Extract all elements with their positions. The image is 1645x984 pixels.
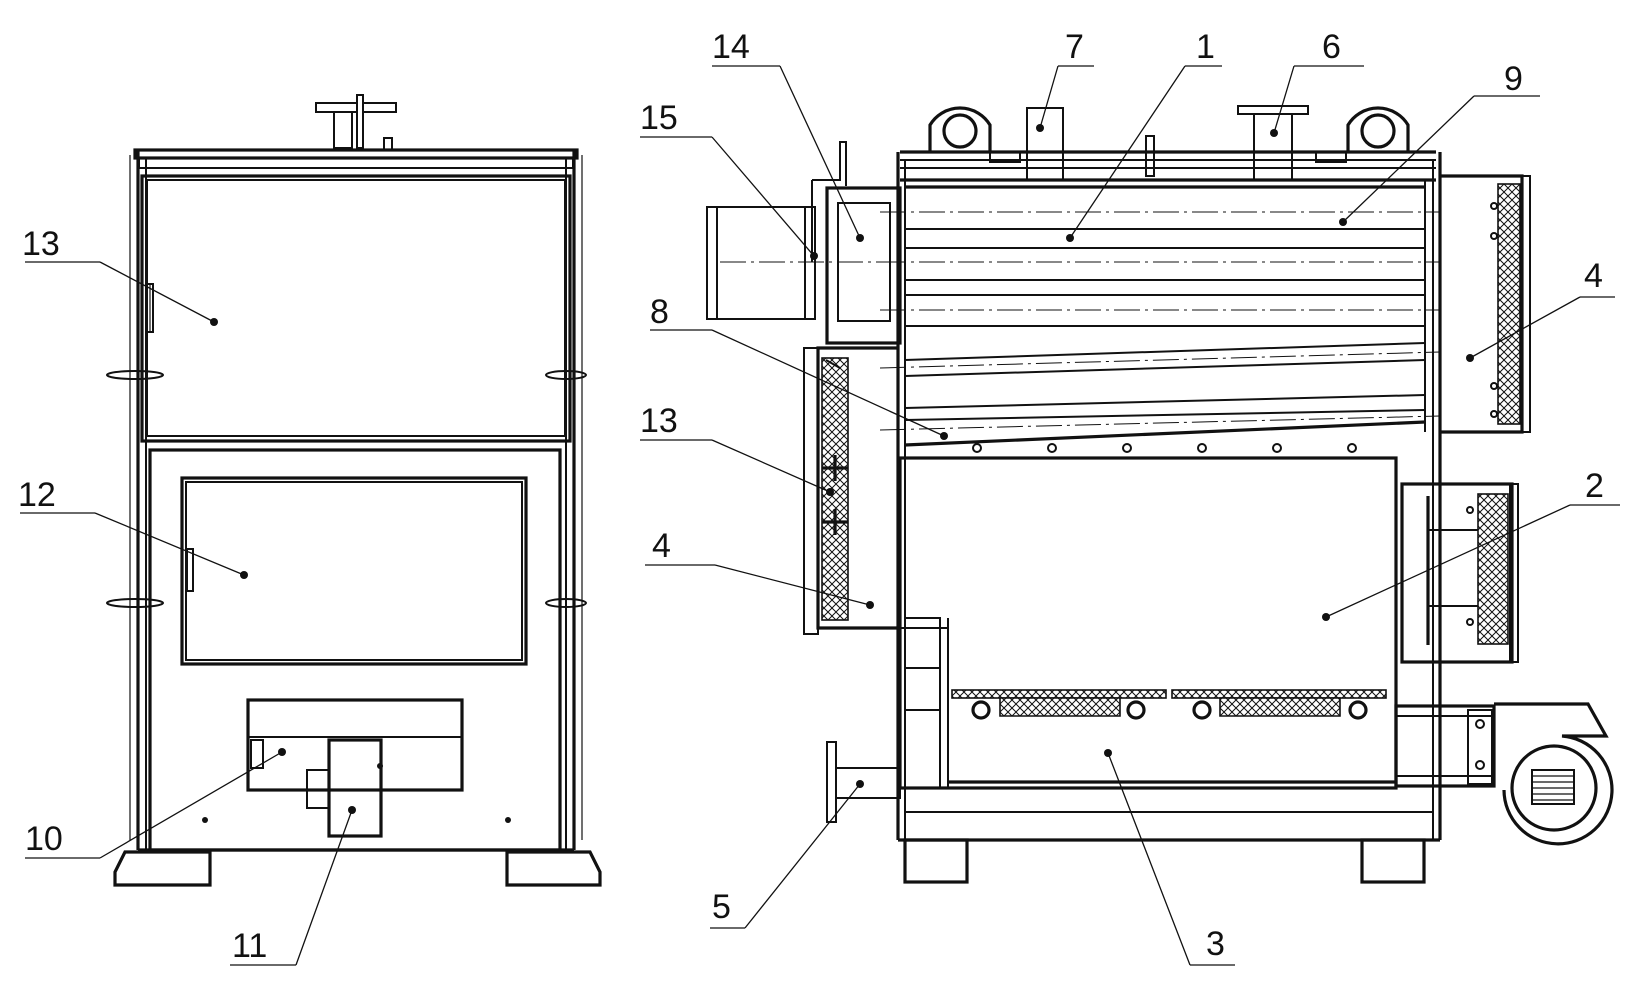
callout-1: 1 <box>1066 28 1222 242</box>
callout-14: 14 <box>712 28 864 242</box>
lower-door <box>148 448 562 852</box>
callout-15: 15 <box>640 99 818 260</box>
lifting-lugs <box>928 106 1410 152</box>
ash-box <box>246 698 464 838</box>
front-feet <box>113 850 602 887</box>
callout-13-left: 13 <box>22 225 218 326</box>
callout-2-label: 2 <box>1585 467 1604 505</box>
flue-outlet <box>706 141 902 345</box>
callout-9: 9 <box>1339 60 1540 226</box>
callout-11-left: 11 <box>230 806 356 966</box>
callout-3: 3 <box>1104 749 1235 966</box>
bolt-dots <box>202 817 511 823</box>
tube-holes-row <box>972 443 1357 453</box>
callout-5-label: 5 <box>712 888 731 926</box>
callout-5: 5 <box>710 780 864 929</box>
front-body <box>129 148 583 852</box>
return-connector <box>826 741 901 823</box>
callout-7: 7 <box>1036 28 1094 132</box>
callout-1-label: 1 <box>1196 28 1215 66</box>
right-upper-door <box>1440 174 1531 434</box>
callout-2: 2 <box>1322 467 1620 621</box>
callout-3-label: 3 <box>1206 925 1225 963</box>
callout-10-left-label: 10 <box>25 820 63 858</box>
callout-12-left: 12 <box>18 476 248 579</box>
section-view <box>706 105 1614 884</box>
callout-8: 8 <box>650 293 948 440</box>
fan-blower <box>1394 702 1614 846</box>
top-flange-fitting <box>315 94 397 151</box>
callout-13-right-label: 13 <box>640 402 678 440</box>
outer-casing <box>896 152 1442 842</box>
callout-11-left-label: 11 <box>232 927 267 965</box>
hinges <box>106 370 587 608</box>
callout-4-right: 4 <box>1466 257 1615 362</box>
callout-13-right: 13 <box>640 402 834 496</box>
upper-door <box>140 174 572 443</box>
callout-6: 6 <box>1270 28 1364 137</box>
callout-14-label: 14 <box>712 28 750 66</box>
grates <box>951 689 1387 720</box>
callout-15-label: 15 <box>640 99 678 137</box>
callout-7-label: 7 <box>1065 28 1084 66</box>
front-view <box>106 94 602 887</box>
callout-4-right-label: 4 <box>1584 257 1603 295</box>
callout-9-label: 9 <box>1504 60 1523 98</box>
right-middle-door <box>1400 482 1519 664</box>
top-plate <box>900 150 1436 182</box>
callout-13-left-label: 13 <box>22 225 60 263</box>
heat-exchanger-tubes <box>879 180 1441 447</box>
left-door-section <box>803 346 898 635</box>
callout-10-left: 10 <box>25 748 286 859</box>
callout-4-left-label: 4 <box>652 527 671 565</box>
callout-6-label: 6 <box>1322 28 1341 66</box>
callout-4-left: 4 <box>645 527 874 609</box>
callout-8-label: 8 <box>650 293 669 331</box>
callout-12-left-label: 12 <box>18 476 56 514</box>
section-feet <box>903 838 1426 884</box>
combustion-chamber <box>898 456 1398 790</box>
